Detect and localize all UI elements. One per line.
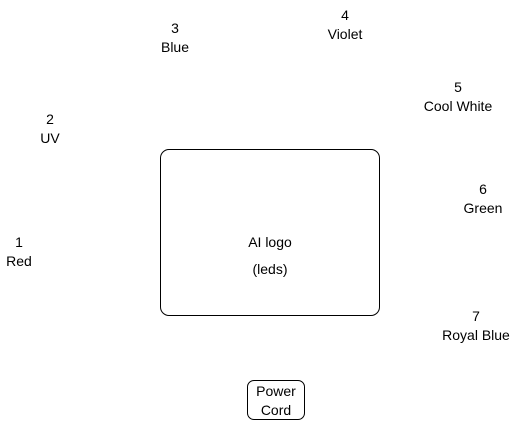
channel-1-name: Red [6,253,32,269]
power-cord-box: Power Cord [247,380,305,420]
power-cord-line-1: Power [256,383,296,399]
channel-4-number: 4 [341,7,349,23]
channel-6-name: Green [463,200,503,216]
channel-5-number: 5 [454,79,462,95]
channel-5-name: Cool White [423,98,493,114]
logo-title: AI logo [248,234,292,250]
channel-2-label: 2 UV [0,110,110,148]
channel-2-number: 2 [46,111,54,127]
channel-2-name: UV [40,130,60,146]
logo-box: AI logo (leds) [160,149,380,316]
channel-5-label: 5 Cool White [398,78,518,116]
channel-3-name: Blue [160,39,190,55]
channel-4-name: Violet [327,26,363,42]
channel-7-number: 7 [472,308,480,324]
channel-1-label: 1 Red [0,233,79,271]
channel-3-label: 3 Blue [115,19,235,57]
power-cord-line-2: Cord [260,402,292,418]
channel-1-number: 1 [15,234,23,250]
logo-subtitle: (leds) [252,261,288,277]
channel-7-name: Royal Blue [442,327,510,343]
channel-4-label: 4 Violet [285,6,405,44]
channel-3-number: 3 [171,20,179,36]
channel-6-label: 6 Green [423,180,521,218]
channel-7-label: 7 Royal Blue [416,307,521,345]
channel-6-number: 6 [479,181,487,197]
